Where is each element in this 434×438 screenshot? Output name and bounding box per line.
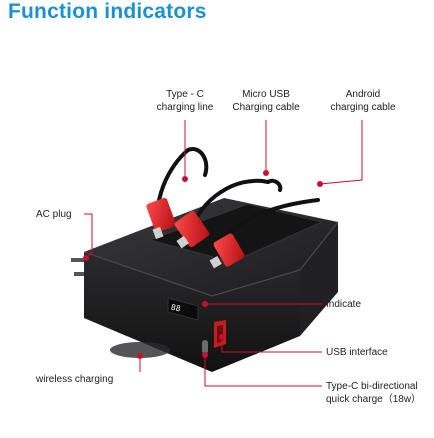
label-line: Type-C bi-directional — [326, 381, 418, 392]
ac-plug-prongs — [71, 258, 90, 276]
label-line: Type - C — [166, 89, 204, 100]
type-c-connector — [146, 197, 176, 240]
label-line: Android — [345, 89, 381, 100]
usb-port — [214, 320, 226, 348]
label-line: Charging cable — [232, 102, 300, 113]
label-line: charging line — [156, 102, 214, 113]
label-type-c-charging-line: Type - C charging line — [140, 88, 230, 114]
label-line: quick charge（18w） — [326, 394, 422, 405]
label-line: Micro USB — [242, 89, 290, 100]
leader-lines — [83, 120, 363, 387]
power-bank-body — [83, 198, 339, 372]
android-connector — [209, 233, 245, 269]
display-readout: 88 — [170, 303, 181, 314]
micro-usb-connector — [174, 211, 210, 249]
label-ac-plug: AC plug — [36, 209, 72, 220]
label-usb-interface: USB interface — [326, 347, 388, 358]
label-micro-usb-charging-cable: Micro USB Charging cable — [222, 88, 310, 114]
page-title: Function indicators — [8, 0, 207, 23]
label-type-c-bidirectional: Type-C bi-directional quick charge（18w） — [326, 380, 421, 406]
led-display — [167, 297, 199, 321]
type-c-port — [202, 340, 208, 354]
label-indicate: Indicate — [326, 299, 362, 310]
label-wireless-charging: wireless charging — [36, 374, 114, 385]
label-android-charging-cable: Android charging cable — [318, 88, 408, 114]
label-line: charging cable — [330, 102, 396, 113]
